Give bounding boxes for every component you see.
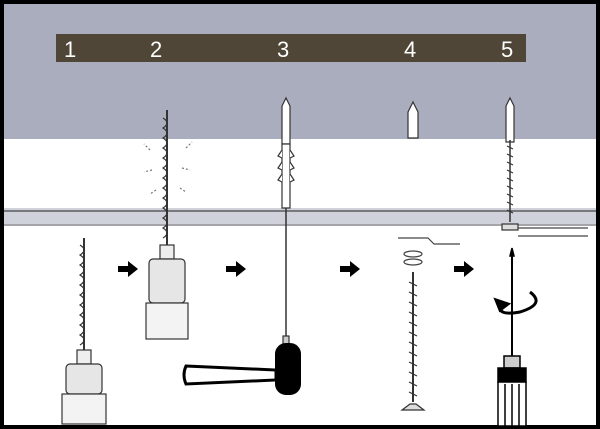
wall-plug-with-screw-icon (501, 96, 588, 237)
inserted-plug-icon (407, 100, 419, 139)
drill-icon (61, 238, 107, 425)
next-step-arrow-icon (226, 261, 246, 277)
wall-plug-icon (277, 96, 295, 345)
screwdriver-icon (497, 247, 527, 427)
wall-section-band (4, 208, 596, 226)
step-number-1: 1 (64, 37, 76, 62)
step-label-bar (56, 34, 526, 62)
rotate-arrow-icon (493, 290, 538, 315)
next-step-arrow-icon (454, 261, 474, 277)
screw-icon (400, 272, 426, 411)
washer-icon (403, 250, 423, 266)
step-number-2: 2 (150, 37, 162, 62)
next-step-arrow-icon (118, 261, 138, 277)
drill-in-wall-icon (143, 110, 193, 340)
bracket-icon (398, 237, 460, 245)
next-step-arrow-icon (340, 261, 360, 277)
step-number-3: 3 (277, 37, 289, 62)
step-number-5: 5 (501, 37, 513, 62)
step-number-4: 4 (404, 37, 416, 62)
hammer-icon (182, 343, 301, 395)
wall-background (4, 4, 596, 139)
